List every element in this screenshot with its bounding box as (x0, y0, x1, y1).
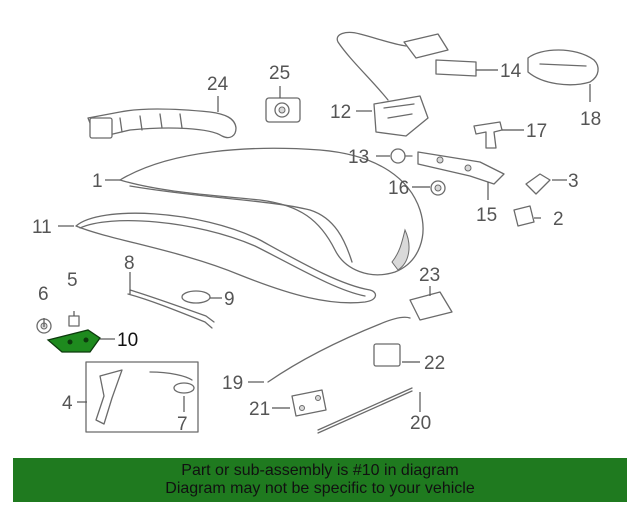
callout-14: 14 (500, 61, 522, 82)
part-17-clip[interactable] (473, 121, 503, 149)
part-13-bolt[interactable] (390, 148, 413, 164)
part-7-plug[interactable] (173, 382, 195, 394)
callout-3: 3 (568, 171, 579, 192)
part-10-bracket[interactable] (46, 329, 101, 353)
callout-5: 5 (67, 270, 78, 291)
part-1-trunk-lid[interactable] (119, 147, 424, 276)
callout-12: 12 (330, 102, 351, 123)
callout-1: 1 (92, 171, 103, 192)
callout-23: 23 (419, 265, 440, 286)
banner-line-1: Part or sub-assembly is #10 in diagram (181, 462, 459, 479)
part-22-module-box[interactable] (373, 343, 401, 367)
callout-24: 24 (207, 74, 229, 95)
part-24-handle-trim[interactable] (87, 108, 237, 139)
part-12-latch[interactable] (336, 31, 429, 137)
part-2-switch[interactable] (513, 205, 535, 227)
banner-line-2: Diagram may not be specific to your vehi… (165, 480, 475, 497)
parts-diagram: 1 2 3 4 5 6 7 8 9 10 11 12 13 14 15 16 1… (32, 31, 601, 435)
callout-25: 25 (269, 63, 290, 84)
callout-22: 22 (424, 353, 445, 374)
part-19-strut[interactable] (267, 316, 411, 383)
info-banner: Part or sub-assembly is #10 in diagram D… (13, 458, 627, 502)
part-3-cap[interactable] (525, 173, 551, 195)
callout-6: 6 (38, 284, 49, 305)
callout-19: 19 (222, 373, 243, 394)
callout-8: 8 (124, 253, 135, 274)
part-14-actuator[interactable] (403, 33, 477, 77)
callout-11: 11 (32, 217, 52, 238)
part-18-lamp[interactable] (527, 49, 599, 86)
part-15-bracket[interactable] (417, 151, 505, 185)
part-9-plug[interactable] (181, 290, 211, 304)
callout-10: 10 (117, 330, 138, 351)
part-23-module[interactable] (409, 291, 453, 321)
callout-16: 16 (388, 178, 409, 199)
callout-15: 15 (476, 205, 497, 226)
callout-2: 2 (553, 209, 564, 230)
callout-20: 20 (410, 413, 431, 434)
callout-7: 7 (177, 414, 188, 435)
callout-18: 18 (580, 109, 601, 130)
part-21-bracket[interactable] (291, 389, 327, 417)
callout-21: 21 (249, 399, 270, 420)
part-8-hinge-strap[interactable] (127, 289, 215, 329)
callout-4: 4 (62, 393, 73, 414)
part-11-weatherstrip[interactable] (75, 212, 377, 304)
leader-lines (43, 69, 591, 412)
callout-13: 13 (348, 147, 369, 168)
part-20-gas-strut[interactable] (317, 387, 413, 434)
part-4-hinge-inset[interactable] (85, 361, 199, 433)
part-5-bolt[interactable] (68, 315, 80, 327)
part-25-camera[interactable] (265, 97, 301, 123)
part-16-grommet[interactable] (430, 180, 446, 196)
callout-17: 17 (526, 121, 547, 142)
callout-9: 9 (224, 289, 235, 310)
